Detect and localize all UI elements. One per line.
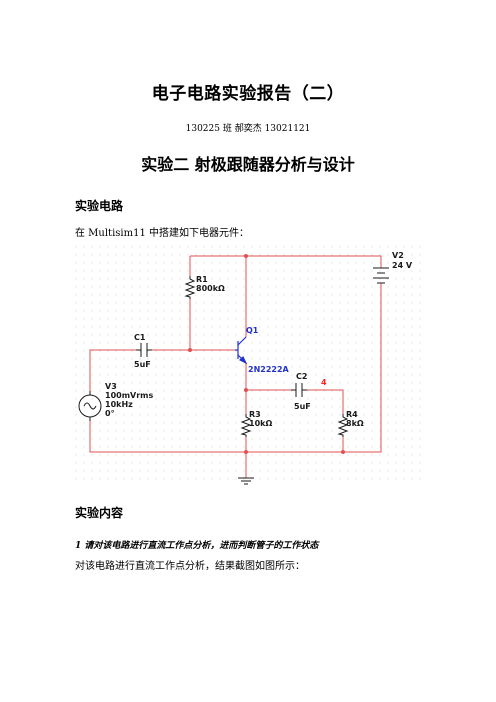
- experiment-title: 实验二 射极跟随器分析与设计: [141, 155, 355, 174]
- r4-resistor-symbol: [337, 414, 349, 437]
- q1-label: Q1: [246, 326, 259, 335]
- c1-label: C1: [134, 333, 146, 342]
- q1-model: 2N2222A: [248, 365, 290, 374]
- wires: [89, 255, 382, 478]
- report-title: 电子电路实验报告（二）: [151, 84, 345, 104]
- section-heading-circuit: 实验电路: [75, 199, 124, 213]
- c1-value: 5uF: [134, 360, 151, 369]
- r3-resistor-symbol: [240, 414, 252, 437]
- v2-battery-symbol: [373, 267, 389, 284]
- v3-phase: 0°: [105, 409, 115, 418]
- junction-vcc: [244, 254, 248, 258]
- junction-emitter: [244, 388, 248, 392]
- r1-label: R1: [196, 275, 208, 284]
- circuit-intro-text: 在 Multisim11 中搭建如下电器元件：: [75, 228, 249, 239]
- ground-symbol: [238, 477, 254, 485]
- junctions: [188, 254, 345, 454]
- circuit-schematic: V2 24 V R1 800kΩ C1 5uF V3 100mVrms 10kH…: [75, 246, 421, 486]
- c1-capacitor-symbol: [136, 343, 152, 357]
- junction-ground: [244, 450, 248, 454]
- junction-r4-ground: [341, 450, 345, 454]
- v2-value: 24 V: [392, 261, 413, 270]
- r1-resistor-symbol: [184, 276, 196, 299]
- r4-label: R4: [346, 410, 358, 419]
- v3-ac-source-symbol: [78, 391, 102, 421]
- c2-value: 5uF: [294, 402, 311, 411]
- q1-transistor-symbol: [235, 336, 248, 365]
- author-info: 130225 班 郝奕杰 13021121: [185, 124, 311, 134]
- section-heading-content: 实验内容: [75, 506, 124, 520]
- v2-label: V2: [392, 251, 404, 260]
- v3-amplitude: 100mVrms: [105, 391, 154, 400]
- v3-label: V3: [105, 382, 117, 391]
- task-1-text: 对该电路进行直流工作点分析，结果截图如图所示：: [75, 561, 305, 572]
- junction-base: [188, 348, 192, 352]
- r3-value: 10kΩ: [249, 419, 272, 428]
- grid-background: [75, 246, 421, 486]
- node-4-label: 4: [321, 378, 327, 387]
- c2-capacitor-symbol: [291, 383, 307, 397]
- c2-label: C2: [296, 372, 307, 381]
- r1-value: 800kΩ: [196, 284, 225, 293]
- r4-value: 8kΩ: [346, 419, 364, 428]
- task-1-heading: 1 请对该电路进行直流工作点分析，进而判断管子的工作状态: [75, 541, 319, 551]
- v3-frequency: 10kHz: [105, 400, 133, 409]
- r3-label: R3: [249, 410, 261, 419]
